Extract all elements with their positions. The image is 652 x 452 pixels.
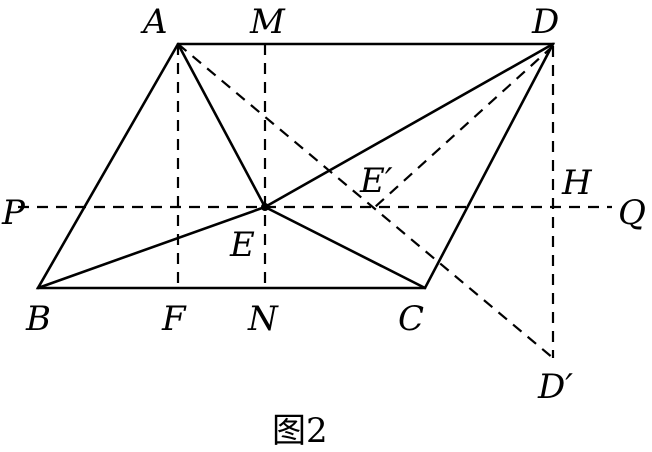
label-M: M (249, 2, 286, 42)
label-N: N (247, 299, 279, 339)
segment-BE (36, 205, 267, 290)
label-D2: D′ (537, 367, 573, 407)
label-B: B (25, 299, 51, 339)
label-P: P (1, 193, 26, 233)
label-Q: Q (618, 193, 646, 233)
point-E-dot (261, 203, 269, 211)
figure-caption: 图2 (272, 411, 328, 451)
label-F: F (161, 299, 187, 339)
segment-CE (263, 205, 427, 290)
segment-DE (263, 42, 555, 209)
label-A: A (140, 2, 168, 42)
label-D: D (531, 2, 559, 42)
label-E: E (229, 225, 255, 265)
dashed-line-AD2 (177, 43, 554, 359)
dashed-line-DE2 (374, 45, 554, 208)
label-C: C (398, 299, 424, 339)
label-E2: E′ (359, 161, 393, 201)
segment-AE (176, 42, 267, 209)
label-H: H (561, 163, 593, 203)
parallelogram-ABCD (35, 42, 556, 290)
